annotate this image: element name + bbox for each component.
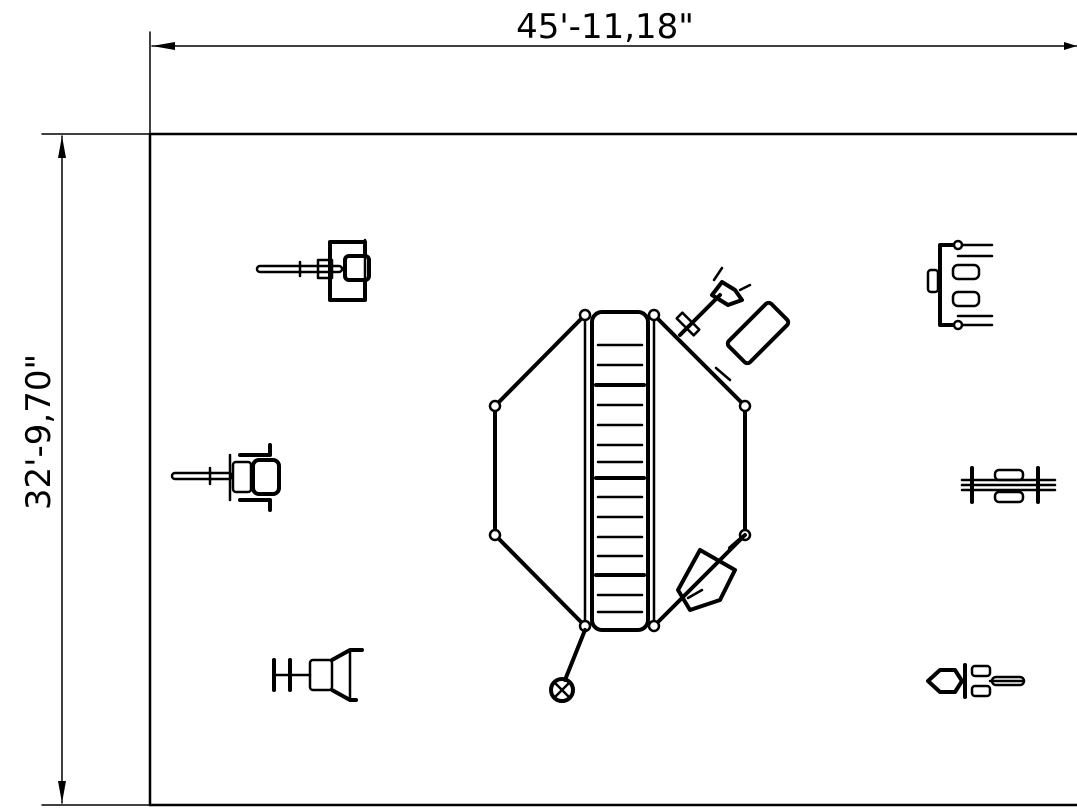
site-boundary bbox=[148, 132, 1077, 807]
equipment-station-bottom-left bbox=[272, 648, 364, 702]
equipment-station-top-left bbox=[255, 238, 371, 302]
equipment-station-bottom-right bbox=[926, 663, 1026, 699]
width-dimension: 45'-11,18" bbox=[149, 7, 1077, 135]
equipment-central-octagon bbox=[488, 266, 791, 703]
equipment-station-mid-right bbox=[960, 466, 1057, 504]
width-dimension-label: 45'-11,18" bbox=[516, 7, 694, 47]
height-dimension-label: 32'-9,70" bbox=[19, 354, 59, 510]
height-dimension: 32'-9,70" bbox=[19, 133, 151, 806]
equipment-station-top-right bbox=[926, 239, 994, 331]
equipment-station-mid-left bbox=[170, 443, 281, 512]
